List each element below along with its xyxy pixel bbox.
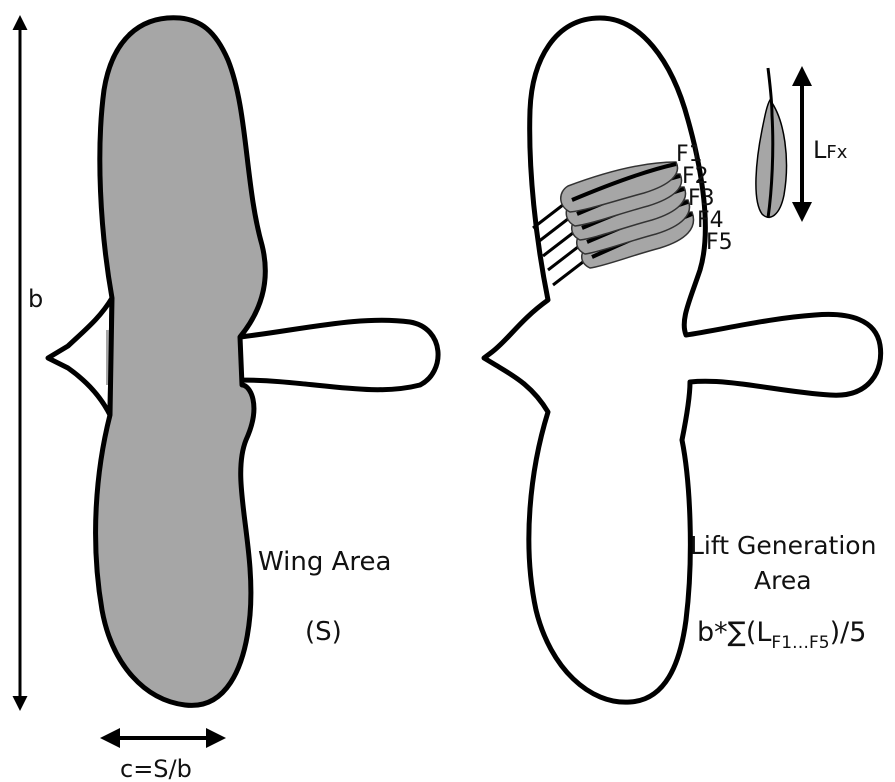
left-bird-tail (240, 320, 438, 390)
left-bird-head (48, 298, 112, 415)
wing-area-label: Wing Area (258, 547, 391, 577)
feather-length-label-main: L (813, 136, 827, 164)
left-wing-shape (96, 18, 266, 706)
feather-label-f5: F5 (706, 230, 733, 255)
right-bird-outline (484, 18, 881, 702)
right-bird-figure (484, 18, 881, 702)
left-bird-figure (48, 18, 438, 706)
span-label: b (28, 285, 43, 313)
formula-prefix: b*∑(L (697, 617, 771, 648)
chord-label: c=S/b (120, 755, 192, 782)
lift-area-label-2: Area (754, 566, 812, 595)
lift-area-label: Lift Generation (690, 531, 876, 560)
feather-length-label: LFx (813, 136, 848, 164)
feather-length-label-sub: Fx (826, 142, 847, 163)
formula-suffix: )/5 (830, 617, 867, 648)
wing-area-symbol: (S) (305, 617, 342, 647)
lift-area-formula: b*∑(LF1…F5)/5 (697, 617, 866, 653)
single-feather (756, 68, 787, 218)
formula-subscript: F1…F5 (771, 633, 829, 653)
